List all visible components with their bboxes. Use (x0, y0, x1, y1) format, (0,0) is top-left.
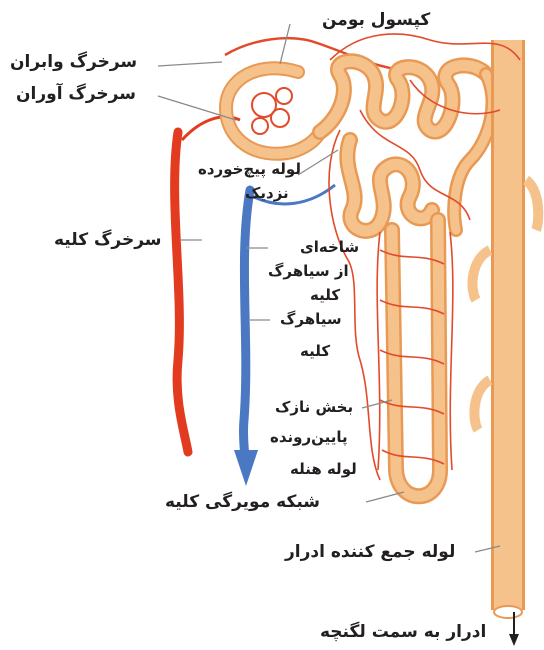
label-efferent-arteriole: سرخرگ وابران (10, 54, 137, 71)
label-renal-vein-2: کلیه (300, 344, 330, 359)
label-collecting-duct: لوله جمع کننده ادرار (285, 544, 455, 561)
label-peritubular-capillaries: شبکه مویرگی کلیه (165, 494, 320, 511)
label-proximal-tubule-2: نزدیک (245, 186, 289, 201)
label-vein-branch-2: از سیاهرگ (268, 264, 349, 279)
label-descending-limb-1: بخش نازک (275, 400, 353, 415)
label-proximal-tubule-1: لوله پیچ‌خورده (198, 162, 301, 177)
label-urine-to-pelvis: ادرار به سمت لگنچه (320, 624, 486, 641)
label-vein-branch-3: کلیه (310, 288, 340, 303)
renal-artery (175, 132, 188, 452)
bowman-capsule (226, 68, 320, 154)
label-vein-branch-1: شاخه‌ای (300, 240, 359, 255)
label-descending-limb-3: لوله هنله (290, 462, 357, 477)
label-descending-limb-2: پایین‌رونده (270, 430, 348, 445)
label-renal-artery: سرخرگ کلیه (54, 232, 162, 249)
label-renal-vein-1: سیاهرگ (280, 312, 342, 327)
label-afferent-arteriole: سرخرگ آوران (16, 86, 136, 103)
label-bowman-capsule: کپسول بومن (322, 12, 430, 29)
